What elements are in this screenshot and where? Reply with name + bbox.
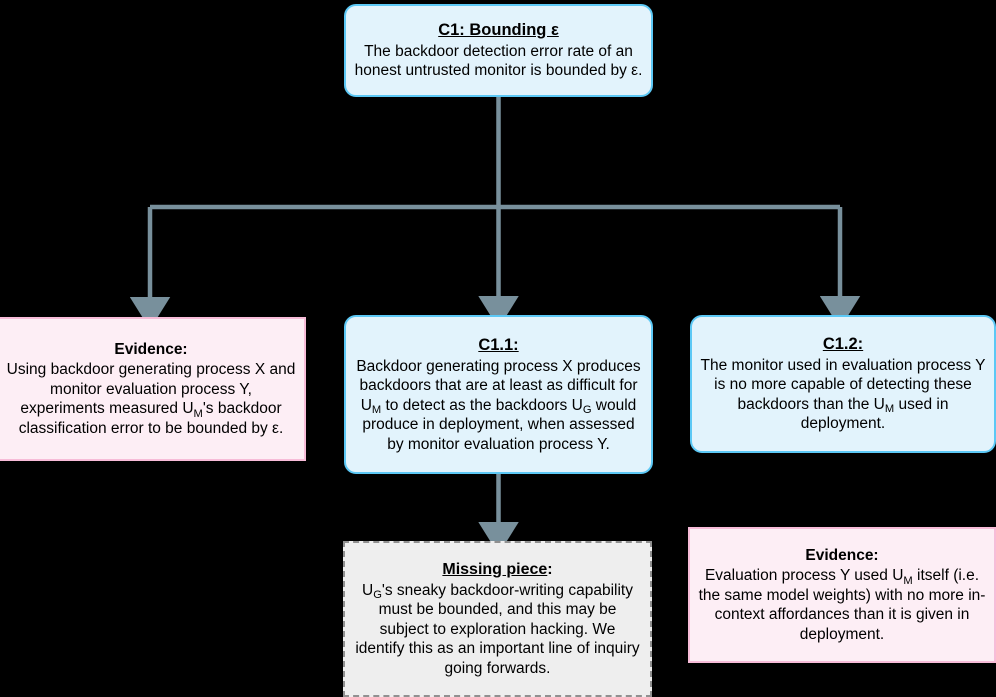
node-c1-title: C1: Bounding ε [438,21,559,40]
node-evidence-right-body: Evaluation process Y used UM itself (i.e… [690,566,994,644]
evidence-left-text-2: 's backdoor classification error to be b… [18,400,284,437]
c11-text-2: to detect as the backdoors U [381,396,583,414]
node-c11-body: Backdoor generating process X produces b… [346,357,651,455]
node-missing-piece[interactable]: Missing piece: UG's sneaky backdoor-writ… [343,541,652,697]
c11-text-1: Backdoor generating process X produces b… [356,357,641,414]
evidence-right-text-2: itself (i.e. the same model weights) wit… [698,567,986,643]
node-c12-body: The monitor used in evaluation process Y… [692,356,994,434]
node-c1-body: The backdoor detection error rate of an … [354,42,643,80]
missing-subscript-g: G [373,589,382,602]
c11-subscript-m: M [371,403,382,416]
node-missing-title: Missing piece: [442,560,552,580]
node-evidence-right-title: Evidence: [805,546,879,564]
evidence-left-text-1: Using backdoor generating process X and … [6,361,296,418]
c12-text-2: used in deployment. [800,395,949,433]
c12-subscript-m: M [884,403,895,416]
node-c11-title: C1.1: [478,335,519,354]
missing-title-colon: : [547,560,553,578]
node-evidence-left-title: Evidence: [114,340,188,358]
c12-text-1: The monitor used in evaluation process Y… [700,356,986,413]
node-evidence-left-body: Using backdoor generating process X and … [0,360,304,438]
missing-text-1: U [362,581,374,599]
missing-text-2: 's sneaky backdoor-writing capability mu… [355,581,640,677]
node-c1-claim[interactable]: C1: Bounding ε The backdoor detection er… [344,4,653,97]
c11-text-3: would produce in deployment, when assess… [362,396,637,453]
node-c12-title: C1.2: [822,335,864,354]
node-evidence-right[interactable]: Evidence: Evaluation process Y used UM i… [688,527,996,663]
evidence-right-subscript-m: M [903,574,913,587]
missing-title-text: Missing piece [442,560,548,578]
c11-subscript-g: G [582,403,592,416]
node-c11-claim[interactable]: C1.1: Backdoor generating process X prod… [344,315,653,474]
evidence-right-text-1: Evaluation process Y used U [704,567,904,585]
node-evidence-left[interactable]: Evidence: Using backdoor generating proc… [0,317,306,461]
evidence-left-subscript-m: M [193,407,203,420]
node-missing-body: UG's sneaky backdoor-writing capability … [345,581,650,679]
node-c12-claim[interactable]: C1.2: The monitor used in evaluation pro… [690,315,996,453]
